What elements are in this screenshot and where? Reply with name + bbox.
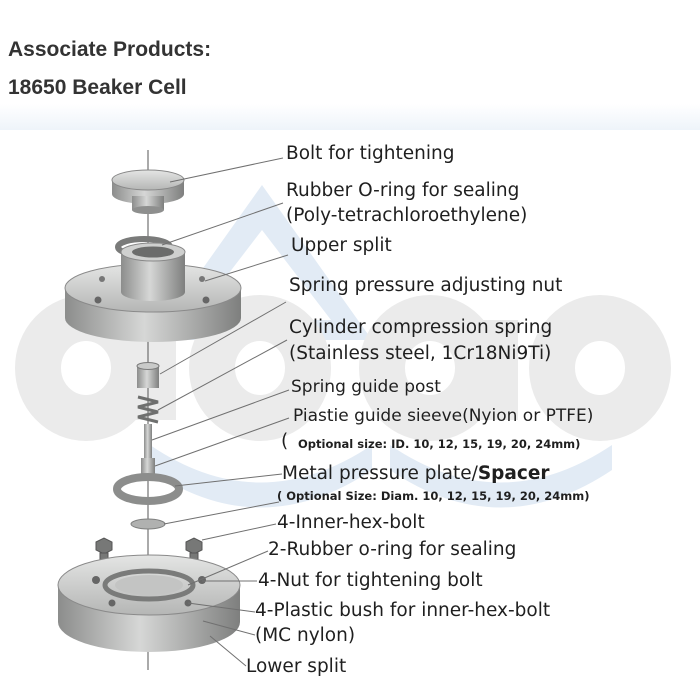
label-spacer: Spacer: [477, 463, 550, 484]
label-lower-split: Lower split: [246, 656, 347, 677]
label-rubber-o-ring-material: (Poly-tetrachloroethylene): [286, 205, 528, 226]
label-spring-pressure-adjusting-nut: Spring pressure adjusting nut: [289, 275, 563, 296]
label-nut-for-tightening-bolt: 4-Nut for tightening bolt: [258, 570, 483, 591]
header: Associate Products: 18650 Beaker Cell: [0, 0, 700, 104]
label-plate-optional-size: ( Optional Size: Diam. 10, 12, 15, 19, 2…: [277, 489, 590, 503]
label-rubber-o-ring: Rubber O-ring for sealing: [286, 180, 520, 201]
label-metal-pressure-plate: Metal pressure plate/Spacer: [282, 463, 550, 484]
label-sleeve-paren: (: [281, 431, 289, 452]
upper-split-part: [64, 242, 242, 342]
label-bolt-for-tightening: Bolt for tightening: [286, 143, 455, 164]
header-line-associate-products: Associate Products:: [8, 38, 212, 61]
label-plastic-bush: 4-Plastic bush for inner-hex-bolt: [255, 600, 551, 621]
label-plastic-bush-material: (MC nylon): [255, 625, 356, 646]
label-sleeve-optional-size: Optional size: ID. 10, 12, 15, 19, 20, 2…: [298, 437, 581, 451]
adjusting-nut-part: [136, 362, 160, 388]
label-upper-split: Upper split: [291, 235, 392, 256]
label-spring-material: (Stainless steel, 1Cr18Ni9Ti): [289, 343, 552, 364]
label-inner-hex-bolt: 4-Inner-hex-bolt: [277, 512, 425, 533]
lower-split-part: [57, 554, 241, 652]
label-plastic-guide-sleeve: Piastie guide sieeve(Nyion or PTFE): [293, 406, 594, 426]
leader-lines: [151, 157, 290, 667]
label-cylinder-compression-spring: Cylinder compression spring: [289, 317, 553, 338]
spring-part: [137, 395, 159, 424]
guide-post-part: [144, 424, 152, 458]
bolt-part: [111, 169, 185, 214]
header-line-product-name: 18650 Beaker Cell: [8, 76, 187, 99]
label-rubber-o-ring-lower: 2-Rubber o-ring for sealing: [268, 539, 517, 560]
header-gradient-band: [0, 104, 700, 130]
label-spring-guide-post: Spring guide post: [291, 377, 441, 397]
guide-sleeve-part: [141, 458, 155, 474]
